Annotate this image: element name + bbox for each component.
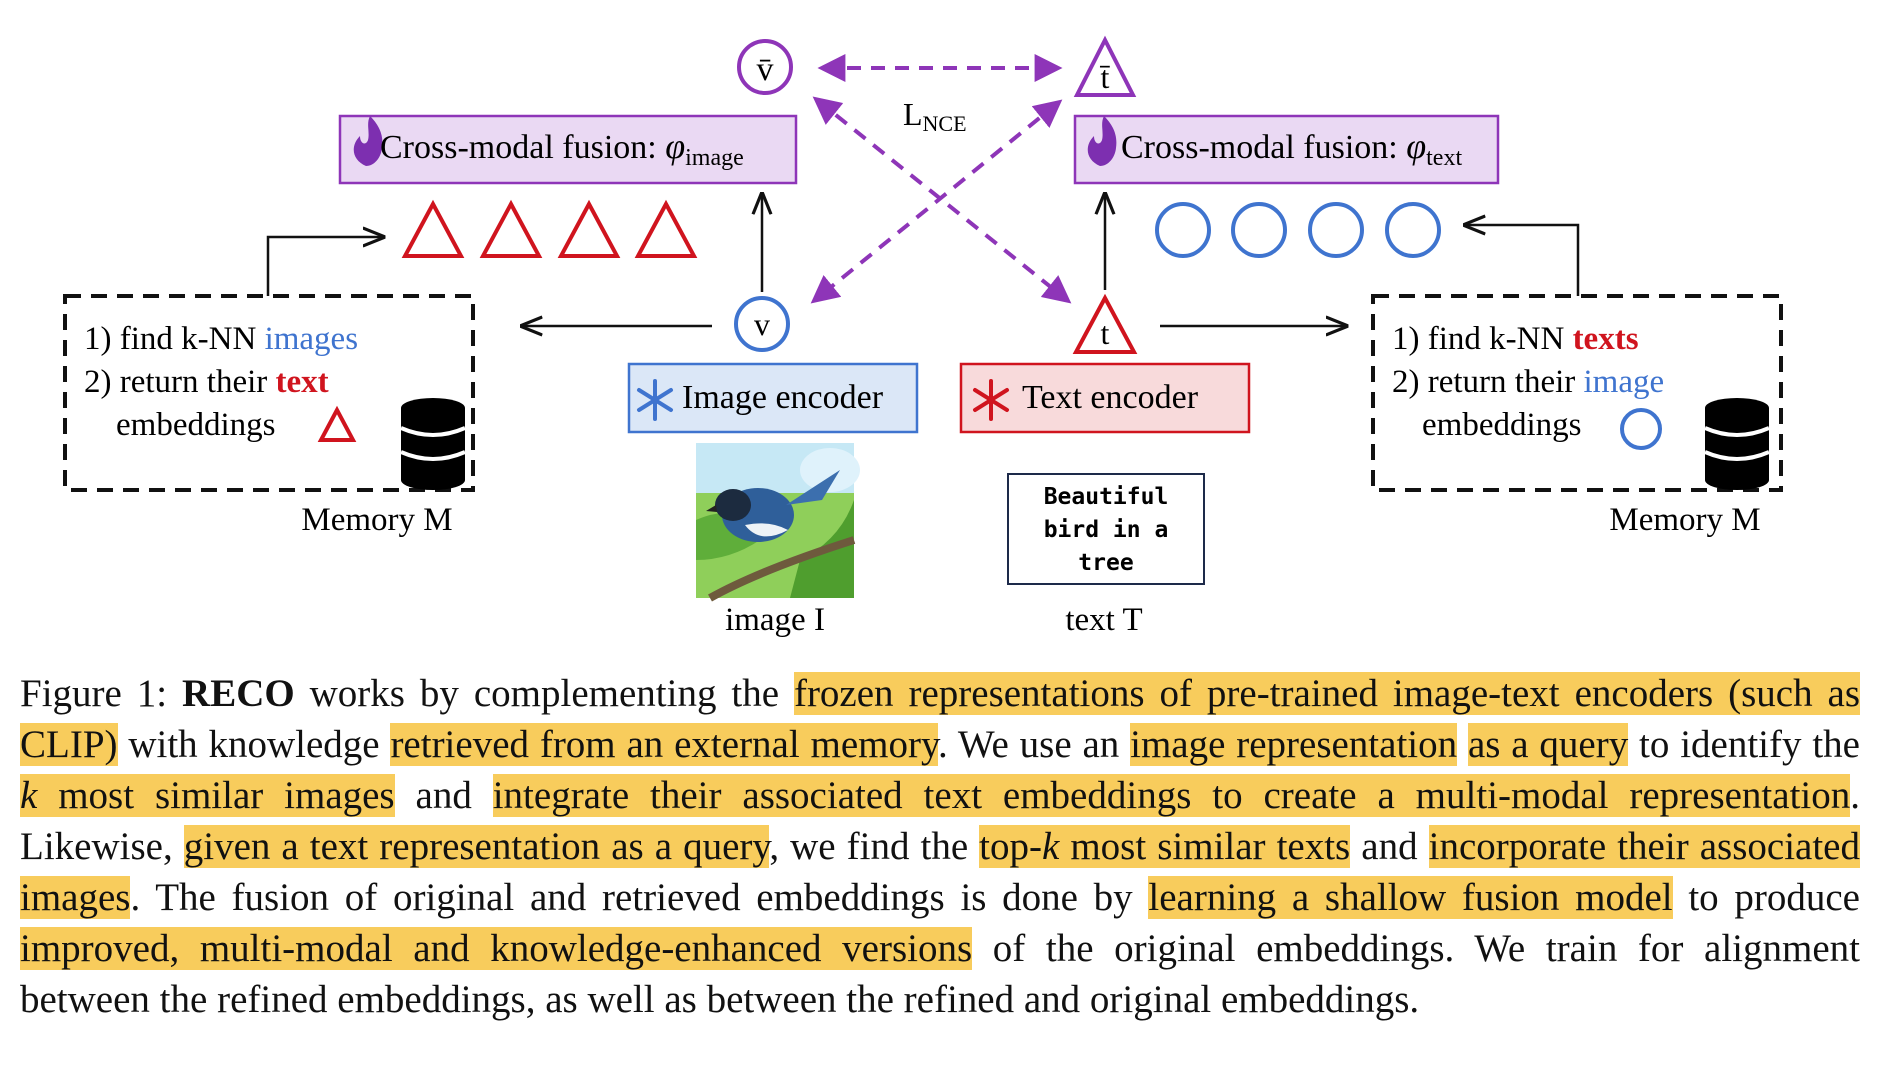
input-text-box: Beautiful bird in a tree (1007, 473, 1205, 585)
nce-arrow-tbar-to-v (810, 99, 1063, 304)
caption-highlight: improved, multi-modal and knowledge-enha… (20, 927, 973, 970)
caption-text (1457, 723, 1468, 766)
caption-text: and (394, 774, 493, 817)
circle-icon (1620, 408, 1662, 450)
text-encoder-box: Text encoder (959, 362, 1251, 434)
triangle-icon (401, 199, 465, 258)
method-name: RECO (182, 672, 295, 715)
fusion-image-box: Cross-modal fusion: φimage (338, 114, 798, 185)
t-bar-node: t̄ (1073, 35, 1137, 97)
fusion-text-box: Cross-modal fusion: φtext (1073, 114, 1500, 185)
right-memory-line3: embeddings (1422, 407, 1581, 443)
caption-highlight: learning a shallow fusion model (1148, 876, 1673, 919)
retrieved-text-embeddings (401, 199, 698, 258)
t-label: t (1101, 315, 1110, 351)
text-caption: text T (1065, 602, 1142, 638)
caption-highlight: integrate their associated text embeddin… (492, 774, 1851, 817)
left-memory-line2: 2) return their text (84, 364, 329, 400)
figure-label: Figure 1: (20, 672, 168, 715)
t-bar-label: t̄ (1100, 59, 1110, 95)
circle-icon (1308, 202, 1364, 258)
snowflake-icon (637, 379, 673, 421)
database-icon (1704, 398, 1770, 490)
bird-image (696, 443, 860, 602)
caption-highlight: image representation (1130, 723, 1458, 766)
triangle-icon (317, 405, 357, 442)
text-box-line: bird in a (1044, 517, 1169, 543)
left-memory-line1: 1) find k-NN images (84, 321, 358, 357)
image-encoder-label: Image encoder (682, 379, 884, 416)
caption-text: to identify the (1628, 723, 1860, 766)
left-memory-line3: embeddings (116, 407, 275, 443)
reco-diagram: v̄ t̄ LNCE Cross-modal fusion: φimage Cr… (63, 35, 1783, 638)
triangle-icon (479, 199, 543, 258)
caption-highlight: as a query (1467, 723, 1629, 766)
right-memory-label: Memory M (1609, 502, 1760, 538)
triangle-icon (557, 199, 621, 258)
left-memory: 1) find k-NN images 2) return their text… (63, 294, 475, 538)
right-memory: 1) find k-NN texts 2) return their image… (1371, 294, 1783, 538)
k-symbol: k (1042, 825, 1060, 868)
retrieved-image-embeddings (1155, 202, 1441, 258)
triangle-icon (634, 199, 698, 258)
v-bar-label: v̄ (757, 51, 774, 88)
k-symbol: k (20, 774, 38, 817)
circle-icon (1385, 202, 1441, 258)
loss-label: LNCE (903, 96, 967, 136)
database-icon (400, 398, 466, 490)
caption-text: to produce (1672, 876, 1860, 919)
caption-text: works by complementing the (294, 672, 794, 715)
circle-icon (1155, 202, 1211, 258)
v-node: v (734, 296, 790, 352)
caption-highlight: k most similar images (20, 774, 395, 817)
caption-text: and (1350, 825, 1429, 868)
v-bar-node: v̄ (737, 39, 793, 95)
t-node: t (1072, 293, 1138, 354)
caption-highlight: top-k most similar texts (979, 825, 1351, 868)
text-box-line: Beautiful (1044, 484, 1169, 510)
left-memory-to-triangles-arrow (266, 237, 383, 296)
right-memory-line2: 2) return their image (1392, 364, 1664, 400)
caption-text: , we find the (769, 825, 980, 868)
caption-text: . Likewise, (20, 774, 1860, 868)
left-memory-label: Memory M (301, 502, 452, 538)
fusion-image-label: Cross-modal fusion: φimage (380, 126, 744, 171)
image-caption: image I (725, 602, 825, 638)
right-memory-to-circles-arrow (1465, 225, 1580, 296)
caption-text: with knowledge (117, 723, 391, 766)
snowflake-icon (973, 379, 1009, 421)
caption-text: . We use an (937, 723, 1131, 766)
v-label: v (754, 306, 770, 342)
caption-text: . The fusion of original and retrieved e… (130, 876, 1149, 919)
caption-highlight-text: top- (979, 825, 1042, 868)
text-box-line: tree (1078, 550, 1133, 576)
caption-highlight: given a text representation as a query (183, 825, 770, 868)
caption-text: of the original embeddings. We train for… (20, 927, 1860, 1021)
fusion-text-label: Cross-modal fusion: φtext (1121, 126, 1462, 171)
caption-highlight: retrieved from an external memory (390, 723, 938, 766)
figure-caption: Figure 1: RECO works by complementing th… (20, 668, 1860, 1025)
circle-icon (1231, 202, 1287, 258)
flame-icon (353, 116, 383, 166)
right-memory-line1: 1) find k-NN texts (1392, 321, 1639, 357)
caption-highlight-text: most similar images (37, 774, 395, 817)
flame-icon (1087, 116, 1117, 166)
caption-highlight-text: most similar texts (1059, 825, 1351, 868)
text-encoder-label: Text encoder (1022, 379, 1199, 416)
image-encoder-box: Image encoder (627, 362, 919, 434)
